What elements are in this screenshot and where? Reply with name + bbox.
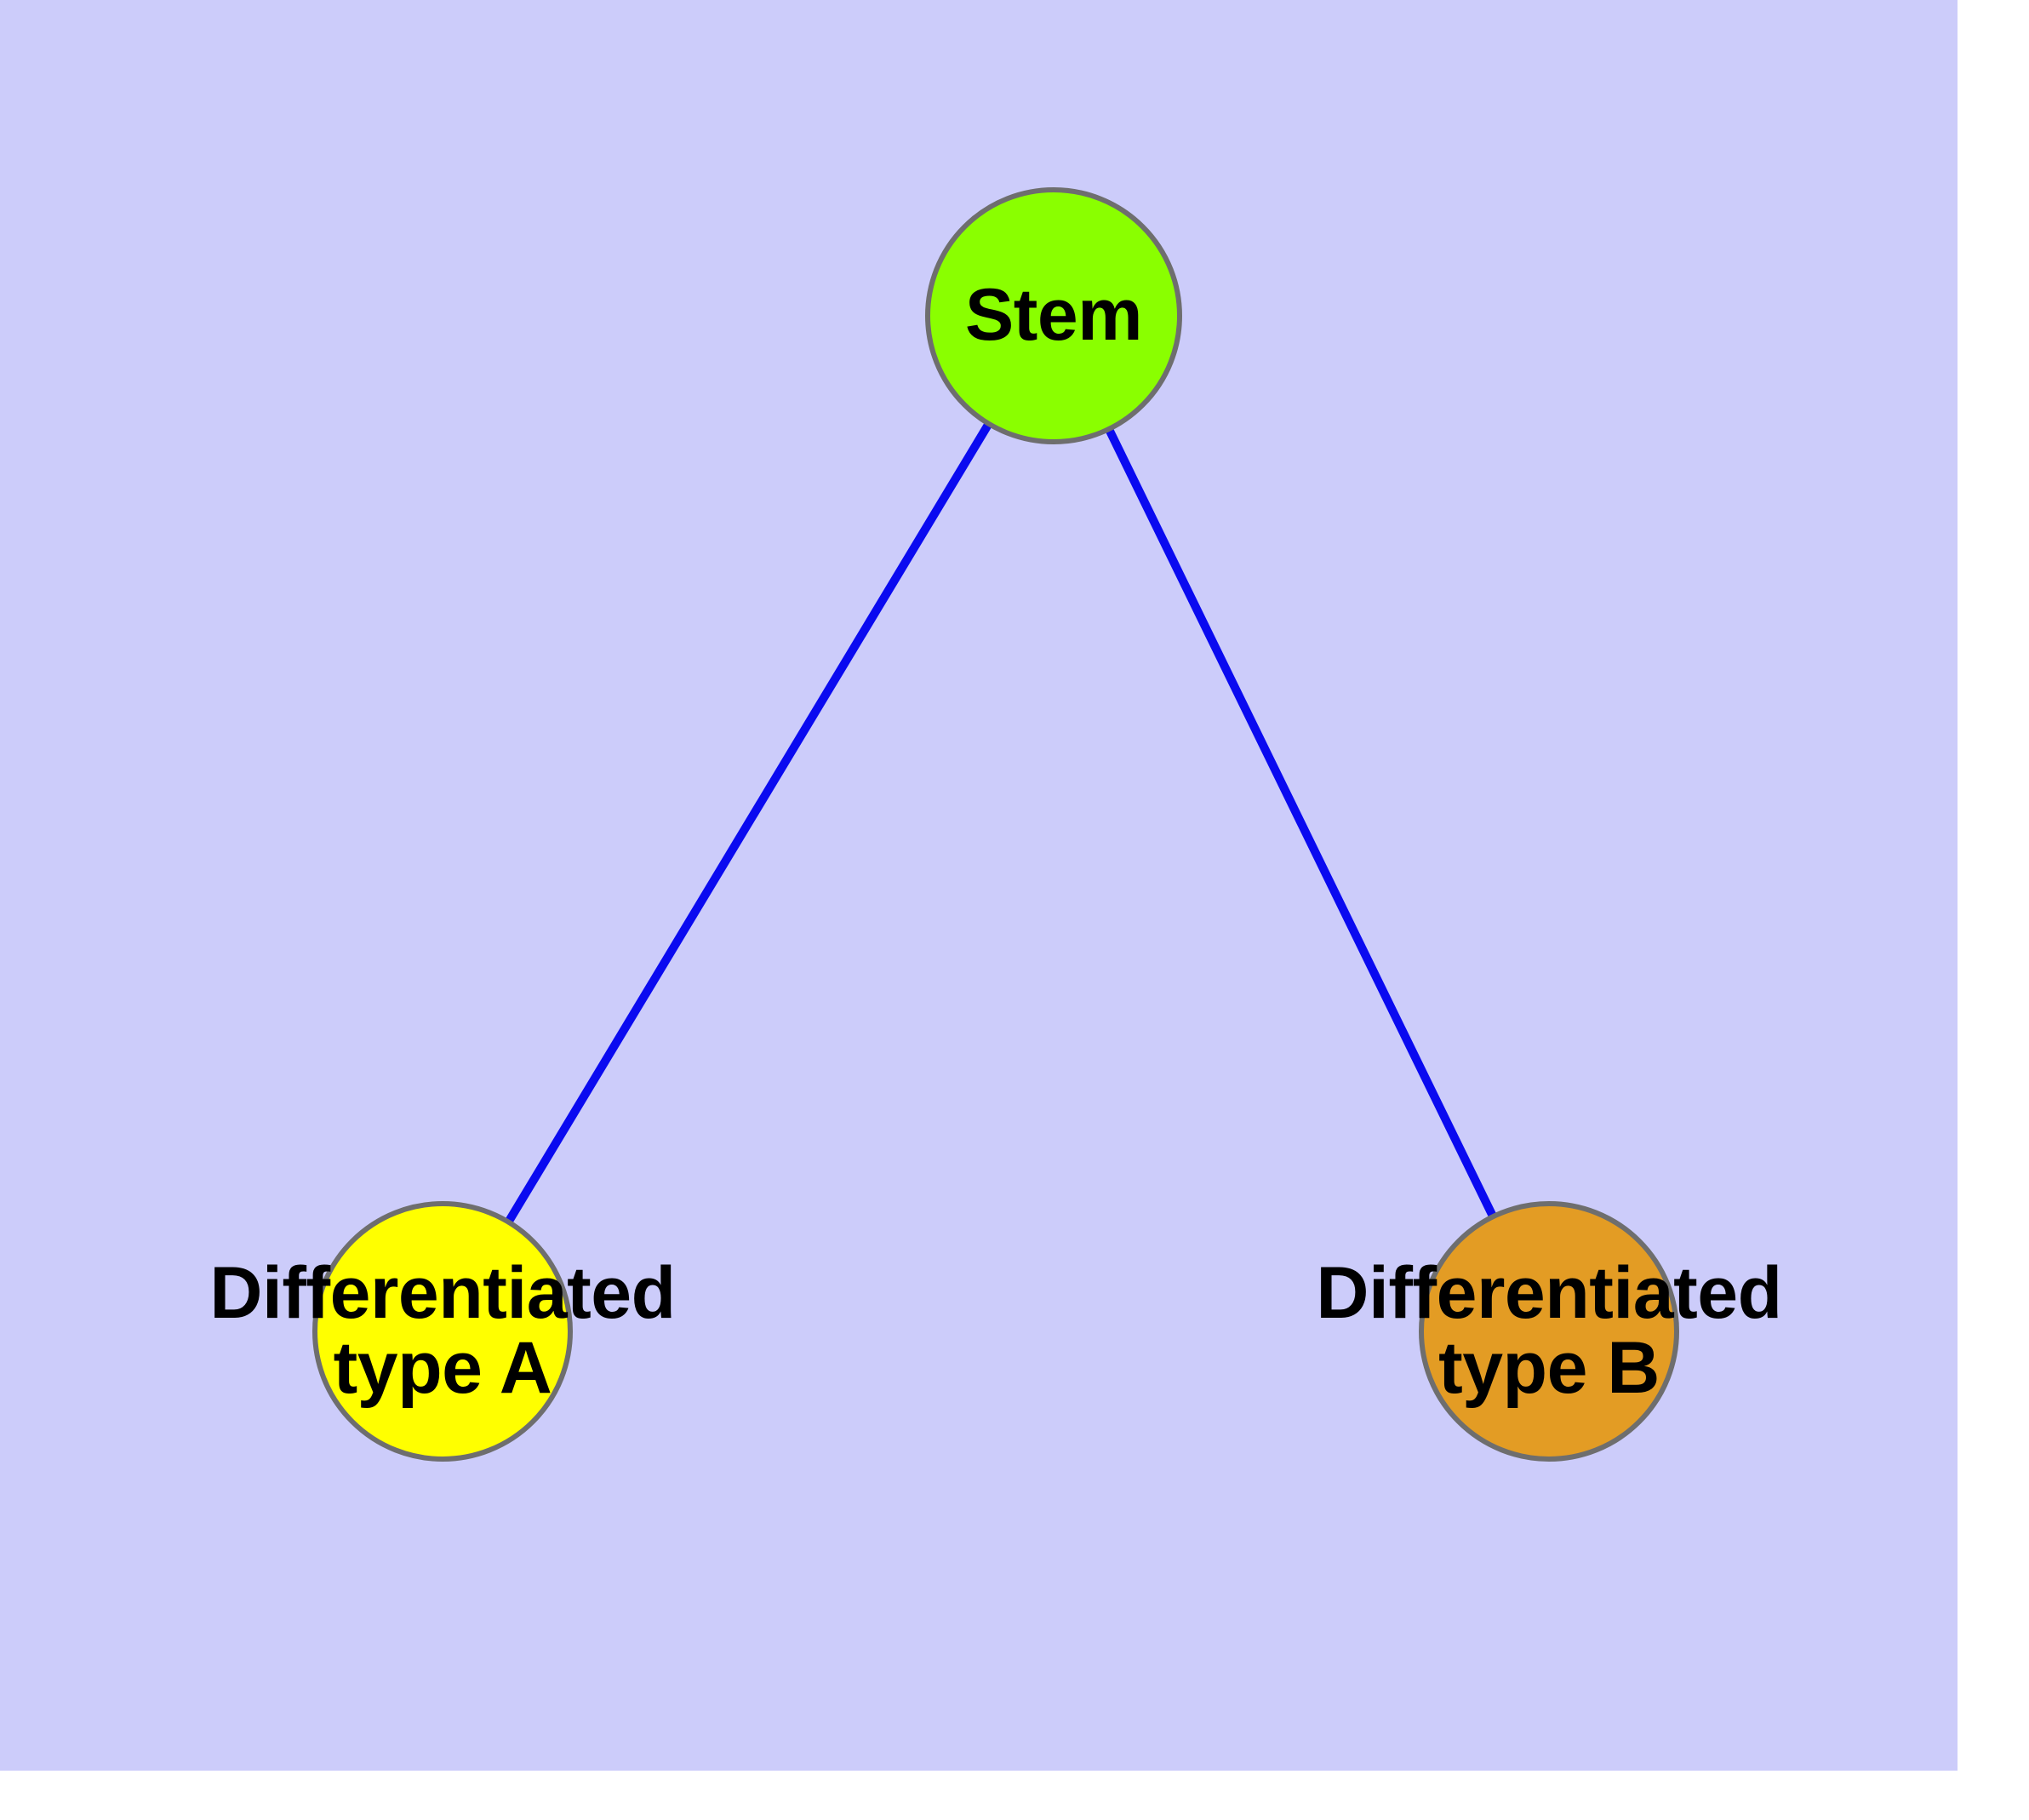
graph-edge-stem-to-diff-a bbox=[438, 313, 1058, 1334]
node-circle-diff-b[interactable] bbox=[1419, 1201, 1679, 1462]
node-circle-stem[interactable] bbox=[925, 187, 1182, 444]
graph-edge-stem-to-diff-b bbox=[1049, 313, 1553, 1334]
node-circle-diff-a[interactable] bbox=[312, 1201, 573, 1462]
